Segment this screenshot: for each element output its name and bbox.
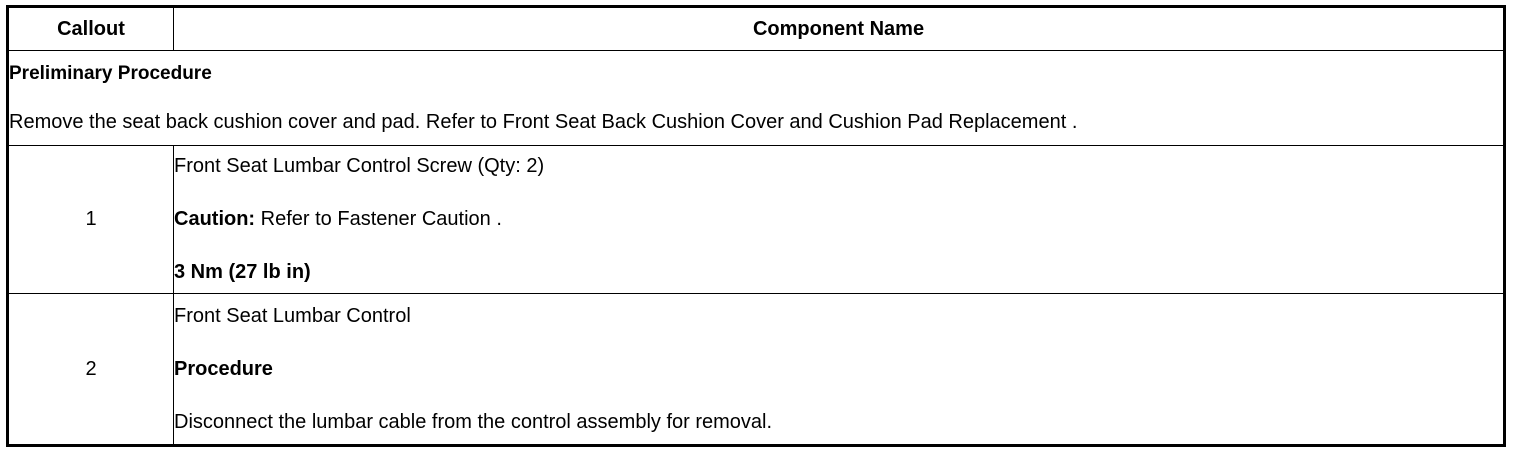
caution-note-1: Caution: Refer to Fastener Caution .	[174, 206, 1503, 233]
procedure-heading-2: Procedure	[174, 357, 273, 380]
torque-spec-1: 3 Nm (27 lb in)	[174, 261, 311, 283]
caution-text: Refer to Fastener Caution .	[255, 208, 502, 230]
component-cell-1: Front Seat Lumbar Control Screw (Qty: 2)…	[173, 145, 1505, 294]
component-name-2: Front Seat Lumbar Control	[174, 304, 411, 327]
callout-number-2: 2	[7, 293, 174, 446]
preliminary-procedure-title: Preliminary Procedure	[9, 63, 212, 84]
table-row: 1 Front Seat Lumbar Control Screw (Qty: …	[7, 145, 1505, 294]
table-header: Callout Component Name	[7, 6, 1505, 51]
table-row: 2 Front Seat Lumbar Control Procedure Di…	[7, 293, 1505, 446]
callout-number-1: 1	[7, 145, 174, 294]
column-header-callout: Callout	[7, 6, 174, 51]
preliminary-procedure-cell: Preliminary Procedure Remove the seat ba…	[7, 50, 1505, 146]
preliminary-procedure-text: Remove the seat back cushion cover and p…	[9, 111, 1078, 133]
procedure-text-2: Disconnect the lumbar cable from the con…	[174, 410, 773, 433]
component-callout-table: Callout Component Name Preliminary Proce…	[6, 5, 1506, 447]
component-name-1: Front Seat Lumbar Control Screw (Qty: 2)	[174, 155, 545, 177]
table-row-preliminary: Preliminary Procedure Remove the seat ba…	[7, 50, 1505, 146]
component-cell-2: Front Seat Lumbar Control Procedure Disc…	[173, 293, 1505, 446]
table-header-row: Callout Component Name	[7, 6, 1505, 51]
column-header-component-name: Component Name	[173, 6, 1505, 51]
caution-label: Caution:	[174, 208, 256, 230]
table-body: Preliminary Procedure Remove the seat ba…	[7, 50, 1505, 446]
